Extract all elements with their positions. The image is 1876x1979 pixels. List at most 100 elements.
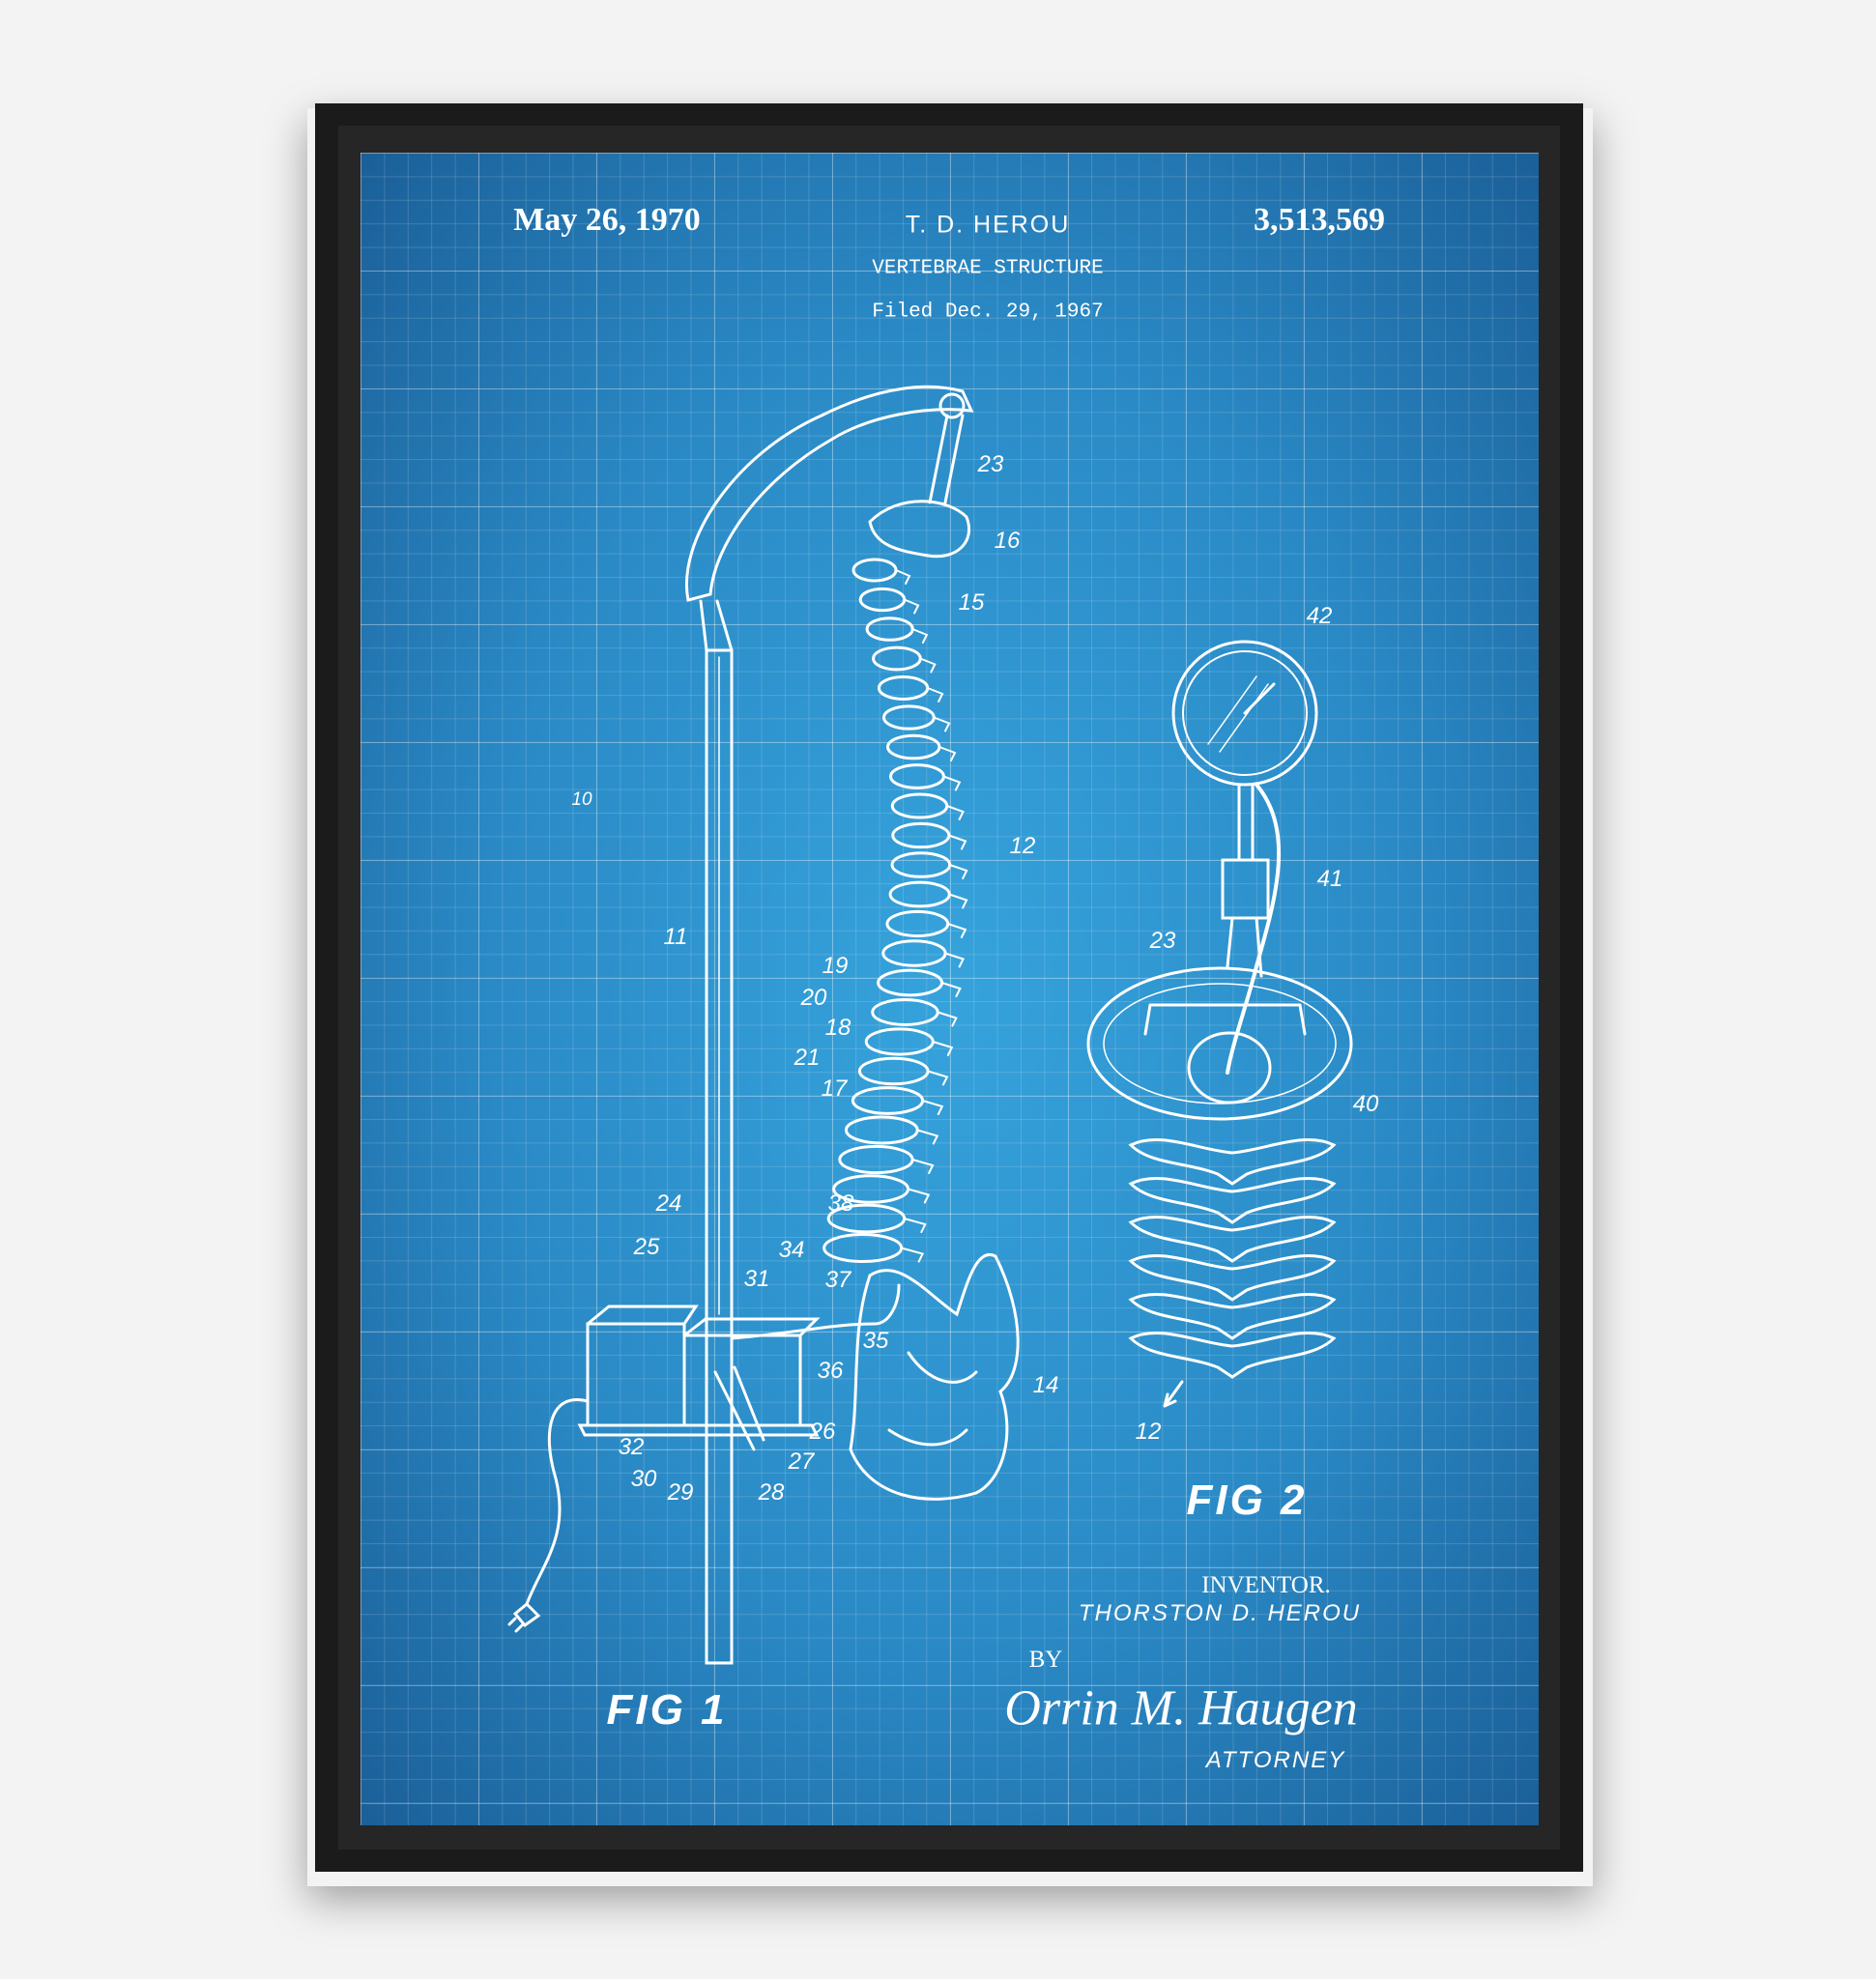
- ref-numeral: 41: [1316, 866, 1343, 892]
- ref-numeral: 12: [1135, 1419, 1162, 1445]
- vertebra: [872, 645, 922, 672]
- spinous-process: [921, 1100, 944, 1115]
- spinous-process: [932, 1041, 954, 1056]
- spinous-process: [895, 569, 911, 585]
- ref-numeral: 17: [821, 1076, 848, 1102]
- vertebra: [871, 998, 939, 1026]
- ref-numeral: 23: [977, 451, 1004, 477]
- ref-numeral: 24: [655, 1190, 682, 1217]
- inventor-name: THORSTON D. HEROU: [1078, 1600, 1362, 1626]
- fig2-vertebra: [1128, 1176, 1337, 1224]
- figure-2-label: FIG 2: [1186, 1477, 1308, 1524]
- vertebra: [885, 909, 950, 938]
- attorney-label: ATTORNEY: [1205, 1747, 1346, 1773]
- spinous-process: [944, 952, 966, 968]
- motor-box: [577, 1305, 821, 1451]
- fig2-vertebra: [1128, 1292, 1337, 1340]
- ref-numeral: 29: [667, 1479, 694, 1506]
- ref-numeral: 36: [817, 1358, 844, 1384]
- vertebrae-stack: [823, 558, 968, 1263]
- spine-model: [868, 500, 971, 559]
- blueprint-print: [361, 153, 1539, 1825]
- patent-number: 3,513,569: [1254, 202, 1385, 238]
- spinous-process: [945, 805, 965, 820]
- by-label: BY: [1028, 1647, 1063, 1673]
- ref-numeral: 26: [809, 1419, 836, 1445]
- spinous-process: [948, 893, 968, 909]
- ref-numeral: 23: [1149, 928, 1176, 954]
- vertebra: [851, 1086, 925, 1115]
- vertebra: [881, 704, 936, 731]
- spinous-process: [948, 864, 968, 879]
- spinous-process: [933, 716, 951, 732]
- vertebra: [857, 1056, 930, 1086]
- ref-numeral: 42: [1306, 603, 1333, 629]
- vertebra: [877, 674, 930, 702]
- inventor-header: T. D. HEROU: [905, 211, 1071, 239]
- spinous-process: [911, 1159, 935, 1174]
- spinous-process: [919, 657, 937, 674]
- vertebra: [864, 1027, 935, 1056]
- figure-1-label: FIG 1: [606, 1686, 728, 1734]
- vertebra: [865, 617, 914, 642]
- ref-numeral: 37: [824, 1267, 851, 1293]
- ref-numeral: 14: [1032, 1372, 1059, 1398]
- attorney-signature: Orrin M. Haugen: [1004, 1680, 1358, 1736]
- spinous-process: [903, 1218, 927, 1233]
- stand-pole: [705, 648, 734, 1665]
- vertebra: [886, 733, 941, 760]
- ref-numeral: 31: [743, 1266, 770, 1292]
- spinous-process: [940, 982, 962, 997]
- spinous-process: [926, 1070, 949, 1086]
- ref-numeral: 10: [571, 789, 592, 810]
- fig2-vertebra: [1128, 1215, 1337, 1263]
- ref-numeral: 30: [630, 1466, 657, 1492]
- fig2-vertebrae: [1128, 1137, 1337, 1379]
- vertebra: [881, 939, 947, 967]
- ref-numeral: 16: [994, 528, 1021, 554]
- fig2-vertebra: [1128, 1331, 1337, 1379]
- spinous-process: [903, 598, 920, 615]
- stand-arch: [685, 385, 974, 652]
- fig2-vertebra: [1128, 1253, 1337, 1302]
- fig2-vertebra: [1128, 1137, 1337, 1186]
- spinous-process: [942, 775, 962, 791]
- vertebra: [890, 792, 949, 819]
- ref-numeral: 11: [663, 924, 688, 950]
- spinous-process: [900, 1247, 925, 1263]
- vertebra: [890, 851, 952, 878]
- spinous-process: [916, 1129, 939, 1145]
- spinous-process: [947, 834, 967, 850]
- plug-icon: [507, 1601, 541, 1633]
- vertebra: [891, 821, 951, 849]
- spinous-process: [937, 1011, 958, 1027]
- ref-numeral: 28: [758, 1479, 785, 1506]
- power-cord: [525, 1398, 590, 1606]
- ref-numeral: 40: [1352, 1091, 1379, 1117]
- ref-numeral: 25: [633, 1234, 660, 1260]
- spinous-process: [938, 746, 957, 761]
- ref-numeral: 38: [827, 1190, 854, 1217]
- patent-date: May 26, 1970: [513, 202, 701, 238]
- vertebra: [838, 1144, 914, 1175]
- vertebra: [851, 558, 898, 583]
- pelvis: [849, 1252, 1020, 1501]
- ref-numeral: 15: [958, 589, 985, 616]
- ref-numeral: 27: [788, 1448, 815, 1475]
- spinous-process: [911, 628, 929, 644]
- vertebra: [888, 880, 951, 908]
- pressure-dish: [1086, 966, 1353, 1121]
- ref-numeral: 19: [822, 953, 849, 979]
- vertebra: [877, 968, 944, 997]
- pressure-gauge: [1171, 640, 1318, 787]
- ref-numeral: 32: [618, 1434, 645, 1460]
- vertebra: [888, 763, 945, 789]
- spinous-process: [946, 923, 967, 938]
- filed-date: Filed Dec. 29, 1967: [872, 301, 1104, 324]
- vertebra: [823, 1233, 904, 1263]
- ref-numeral: 34: [778, 1237, 805, 1263]
- spinous-process: [926, 687, 944, 703]
- spinous-process: [907, 1188, 931, 1204]
- ref-numeral: 35: [862, 1328, 889, 1354]
